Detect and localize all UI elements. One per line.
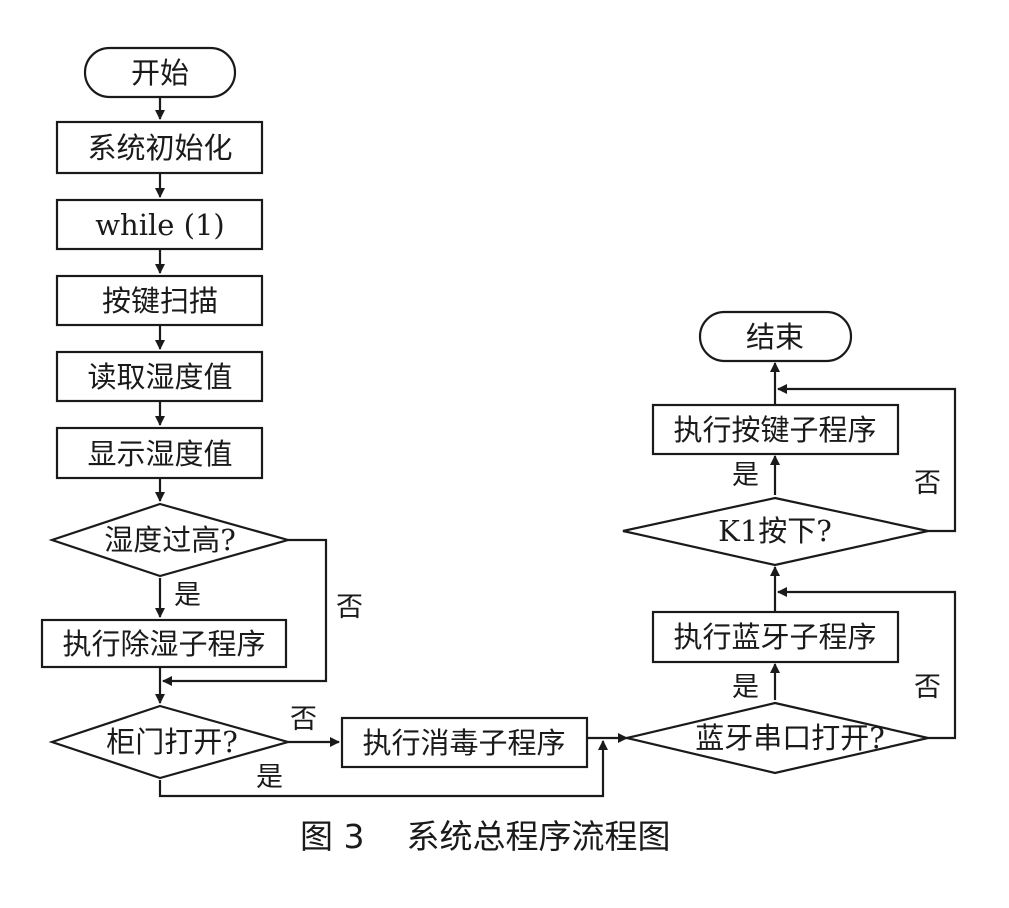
decision-door-open-label: 柜门打开? xyxy=(106,725,238,759)
node-show-humidity-label: 显示湿度值 xyxy=(87,437,232,471)
figure-caption: 图 3 系统总程序流程图 xyxy=(300,817,670,856)
edge-bt-no xyxy=(777,587,957,740)
decision-k1-pressed-label: K1按下? xyxy=(718,514,832,548)
decision-door-open: 柜门打开? xyxy=(48,704,293,780)
node-bluetooth-label: 执行蓝牙子程序 xyxy=(673,620,876,654)
label-bt-yes: 是 xyxy=(732,672,759,703)
node-key-routine: 执行按键子程序 xyxy=(651,403,900,456)
node-bluetooth: 执行蓝牙子程序 xyxy=(651,610,900,664)
node-key-routine-label: 执行按键子程序 xyxy=(673,413,876,447)
node-disinfect-label: 执行消毒子程序 xyxy=(362,726,565,760)
node-read-humidity-label: 读取湿度值 xyxy=(87,360,232,394)
node-dehumidify-label: 执行除湿子程序 xyxy=(62,627,265,661)
node-show-humidity: 显示湿度值 xyxy=(55,426,264,480)
node-key-scan: 按键扫描 xyxy=(55,274,264,327)
node-disinfect: 执行消毒子程序 xyxy=(340,716,589,769)
label-bt-no: 否 xyxy=(914,672,941,703)
node-start: 开始 xyxy=(83,46,237,99)
node-loop-label: while (1) xyxy=(95,208,225,242)
label-k1-no: 否 xyxy=(914,468,941,499)
node-dehumidify: 执行除湿子程序 xyxy=(40,618,288,669)
decision-humidity-high: 湿度过高? xyxy=(48,502,293,578)
decision-bt-open: 蓝牙串口打开? xyxy=(626,701,929,775)
node-start-label: 开始 xyxy=(131,56,189,90)
label-k1-yes: 是 xyxy=(732,460,759,491)
label-humidity-yes: 是 xyxy=(174,580,201,611)
node-loop: while (1) xyxy=(55,198,264,251)
edge-humidity-no xyxy=(162,538,328,686)
node-end-label: 结束 xyxy=(746,320,804,354)
node-end: 结束 xyxy=(698,310,853,363)
edge-k1-no xyxy=(777,384,957,533)
node-read-humidity: 读取湿度值 xyxy=(55,350,264,403)
node-init: 系统初始化 xyxy=(55,120,264,175)
node-key-scan-label: 按键扫描 xyxy=(102,284,218,318)
label-humidity-no: 否 xyxy=(336,592,363,623)
decision-bt-open-label: 蓝牙串口打开? xyxy=(695,721,885,755)
edge-door-yes xyxy=(158,740,608,798)
label-door-yes: 是 xyxy=(256,762,283,793)
label-door-no: 否 xyxy=(290,704,317,735)
decision-humidity-high-label: 湿度过高? xyxy=(104,523,236,557)
connectors xyxy=(155,97,957,798)
decision-k1-pressed: K1按下? xyxy=(622,496,929,567)
node-init-label: 系统初始化 xyxy=(87,131,232,165)
